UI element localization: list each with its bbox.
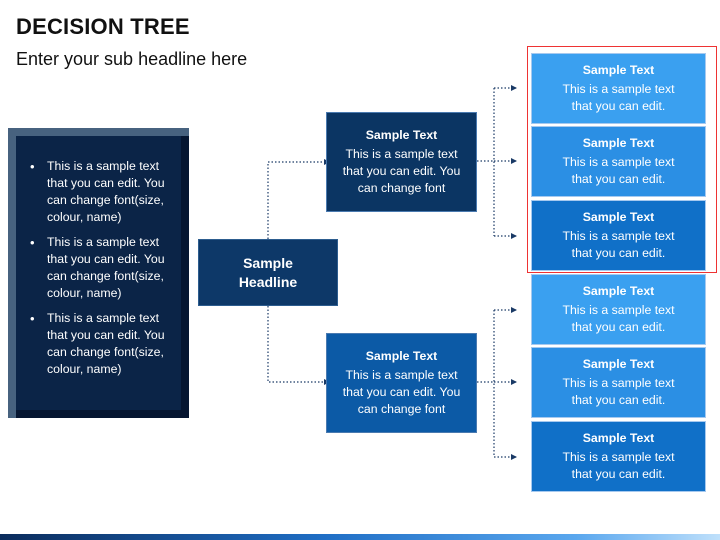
leaf-box-6[interactable]: Sample Text This is a sample text that y…: [531, 421, 706, 492]
branch-title-2: Sample Text: [365, 349, 438, 363]
branch-box-1[interactable]: Sample Text This is a sample text that y…: [326, 112, 477, 212]
bullet-list: This is a sample text that you can edit.…: [8, 128, 189, 378]
page-title: DECISION TREE: [16, 14, 190, 39]
branch-title-1: Sample Text: [365, 128, 438, 142]
leaf-body-5: This is a sample text that you can edit.: [562, 376, 675, 407]
leaf-box-2[interactable]: Sample Text This is a sample text that y…: [531, 126, 706, 197]
leaf-body-6: This is a sample text that you can edit.: [562, 450, 675, 481]
leaf-box-4[interactable]: Sample Text This is a sample text that y…: [531, 274, 706, 345]
bottom-gradient-bar: [0, 534, 720, 540]
headline-line2: Headline: [238, 273, 298, 290]
branch-body-2: This is a sample text that you can edit.…: [342, 368, 461, 416]
leaf-title-6: Sample Text: [582, 431, 655, 445]
leaf-body-4: This is a sample text that you can edit.: [562, 303, 675, 334]
headline-box[interactable]: Sample Headline: [198, 239, 338, 306]
connector-headline-top: [267, 159, 330, 239]
branch-box-2[interactable]: Sample Text This is a sample text that y…: [326, 333, 477, 433]
leaf-box-1[interactable]: Sample Text This is a sample text that y…: [531, 53, 706, 124]
leaf-title-4: Sample Text: [582, 284, 655, 298]
bullet-item-2: This is a sample text that you can edit.…: [30, 234, 177, 302]
leaf-body-2: This is a sample text that you can edit.: [562, 155, 675, 186]
branch-body-1: This is a sample text that you can edit.…: [342, 147, 461, 195]
selection-outline: [527, 46, 717, 273]
bullet-item-1: This is a sample text that you can edit.…: [30, 158, 177, 226]
leaf-box-3[interactable]: Sample Text This is a sample text that y…: [531, 200, 706, 271]
bullet-item-3: This is a sample text that you can edit.…: [30, 310, 177, 378]
leaf-title-5: Sample Text: [582, 357, 655, 371]
page-subtitle: Enter your sub headline here: [16, 49, 248, 69]
leaf-title-1: Sample Text: [582, 63, 655, 77]
leaf-body-1: This is a sample text that you can edit.: [562, 82, 675, 113]
leaf-title-3: Sample Text: [582, 210, 655, 224]
leaf-box-5[interactable]: Sample Text This is a sample text that y…: [531, 347, 706, 418]
connector-headline-bottom: [267, 306, 330, 385]
leaf-title-2: Sample Text: [582, 136, 655, 150]
headline-line1: Sample: [243, 254, 293, 271]
leaf-body-3: This is a sample text that you can edit.: [562, 229, 675, 260]
left-bullet-panel[interactable]: This is a sample text that you can edit.…: [8, 128, 189, 418]
